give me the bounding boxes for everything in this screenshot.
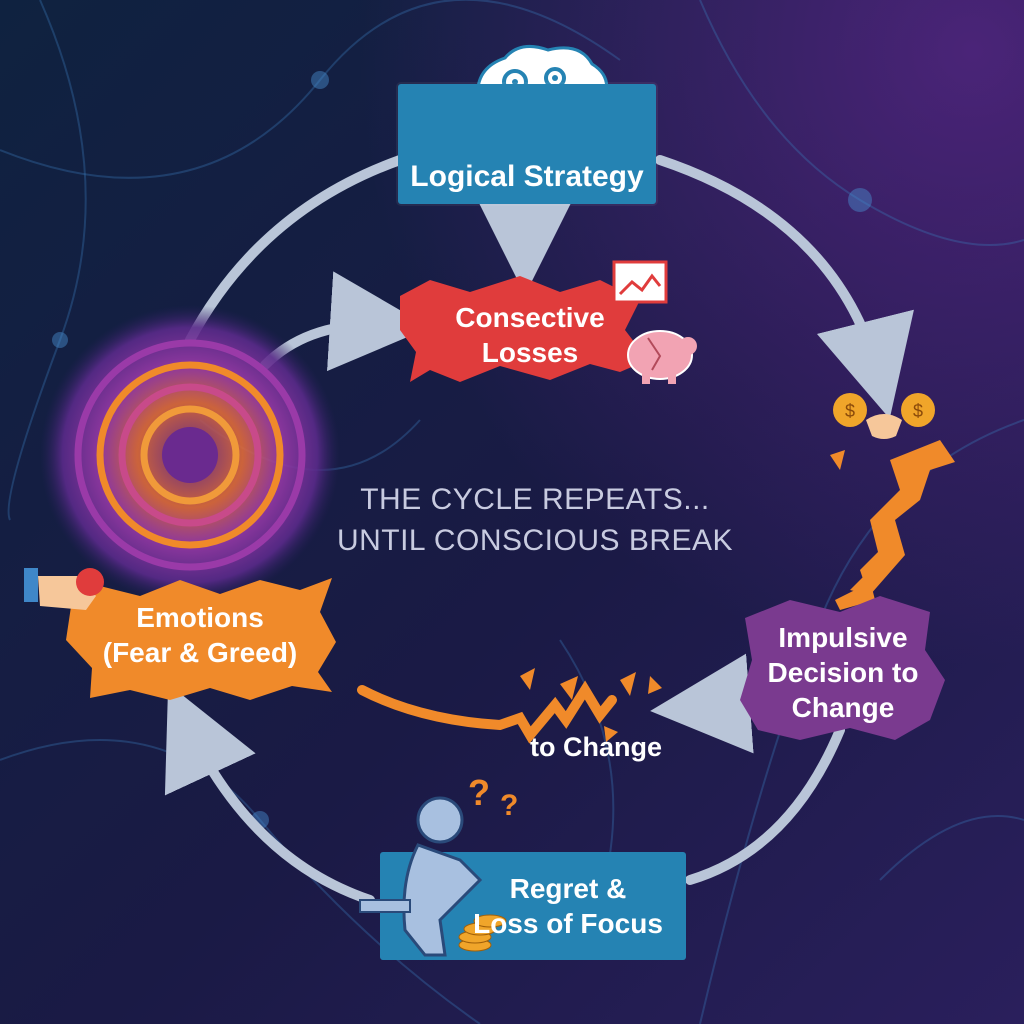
impulsive-line3: Change: [791, 691, 895, 723]
emotions-line2: (Fear & Greed): [102, 637, 298, 668]
cycle-center-text: THE CYCLE REPEATS... UNTIL CONSCIOUS BRE…: [300, 480, 770, 561]
hand-grab-icon: [24, 568, 104, 610]
person-coins-icon: [359, 796, 507, 957]
svg-text:?: ?: [500, 789, 518, 822]
consecutive-losses-line1: Consective: [455, 302, 605, 333]
impulsive-line1: Impulsive: [778, 621, 908, 653]
cycle-text-line1: THE CYCLE REPEATS...: [360, 483, 710, 516]
logical-strategy-label: Logical Strategy: [410, 160, 644, 194]
consecutive-losses-line2: Losses: [481, 337, 579, 368]
cracked-path-icon: [357, 668, 662, 744]
svg-text:$: $: [845, 401, 855, 421]
svg-text:$: $: [913, 401, 923, 421]
consecutive-losses-burst: [400, 276, 648, 382]
regret-line1: Regret &: [509, 873, 627, 904]
arrow-impulsive-to-regret: [685, 725, 845, 885]
impulsive-decision-node: Impulsive Decision to Change: [748, 610, 938, 734]
logical-strategy-node: Logical Strategy: [398, 84, 656, 204]
emotions-node: Emotions (Fear & Greed): [70, 590, 330, 680]
arrow-regret-to-emotions: [164, 683, 375, 905]
to-change-label: to Change: [530, 732, 662, 762]
regret-line2: Loss of Focus: [473, 908, 663, 939]
emotions-line1: Emotions: [136, 602, 264, 633]
chart-icon: [612, 260, 668, 304]
volatile-arrows-icon: [830, 440, 955, 610]
impulsive-burst: [740, 596, 945, 740]
consecutive-losses-node: Consective Losses: [420, 290, 640, 380]
cycle-text-line2: UNTIL CONSCIOUS BREAK: [336, 523, 734, 557]
coins-handshake-icon: $ $: [833, 393, 935, 439]
piggy-bank-icon: [627, 330, 697, 384]
svg-text:?: ?: [468, 772, 490, 813]
emotions-burst: [66, 578, 336, 700]
regret-node: Regret & Loss of Focus: [380, 852, 686, 960]
arrow-logical-to-coins: [655, 155, 914, 419]
vortex-icon: [40, 305, 340, 605]
impulsive-line2: Decision to: [767, 656, 919, 688]
question-marks-icon: ? ?: [468, 772, 518, 822]
